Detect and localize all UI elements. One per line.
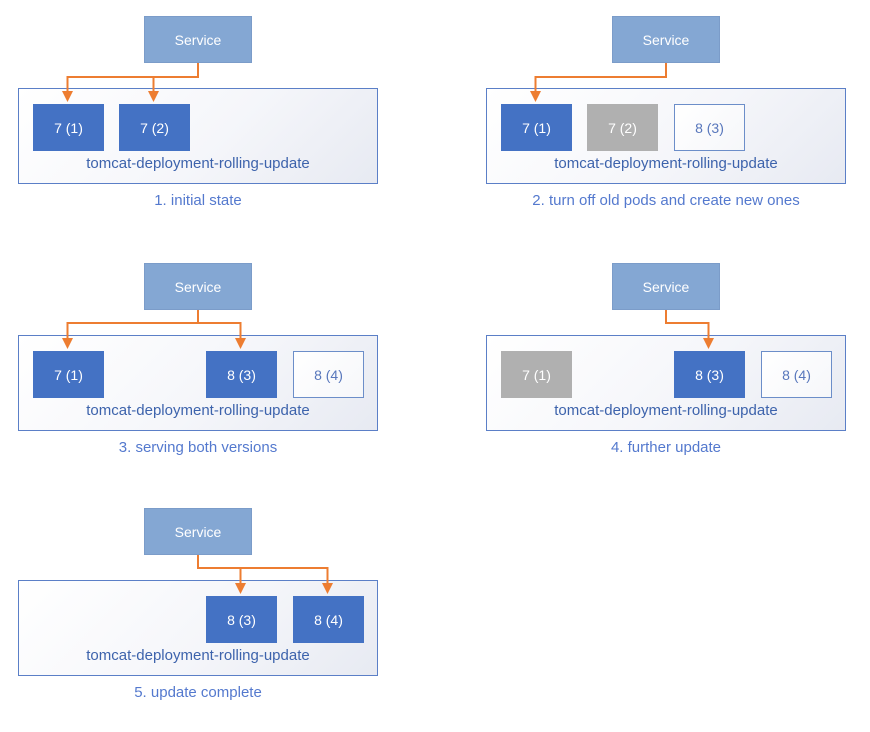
pod-label: 8 (3) [695,366,724,383]
pod-label: 7 (2) [140,119,169,136]
pod-label: 8 (3) [227,611,256,628]
pod-7-2: 7 (2) [119,104,190,151]
service-label: Service [174,278,222,295]
pod-8-4: 8 (4) [293,596,364,643]
service-box: Service [612,263,720,310]
deployment-label: tomcat-deployment-rolling-update [554,155,778,172]
pod-label: 8 (3) [695,119,724,136]
pod-7-1: 7 (1) [33,351,104,398]
service-box: Service [144,16,252,63]
pod-label: 8 (4) [314,366,343,383]
pod-label: 7 (2) [608,119,637,136]
deployment-box: 7 (1) 7 (2) tomcat-deployment-rolling-up… [18,88,378,184]
deployment-label: tomcat-deployment-rolling-update [554,402,778,419]
panel-further-update: Service 7 (1) 8 (3) 8 (4) tomcat-deploym… [468,247,870,487]
pod-7-1: 7 (1) [501,351,572,398]
service-box: Service [612,16,720,63]
panel-turn-off-old-pods: Service 7 (1) 7 (2) 8 (3) tomcat-deploym… [468,0,870,240]
panel-caption: 2. turn off old pods and create new ones [532,192,800,209]
service-label: Service [642,31,690,48]
deployment-label: tomcat-deployment-rolling-update [86,155,310,172]
panel-serving-both-versions: Service 7 (1) 8 (3) 8 (4) tomcat-deploym… [0,247,435,487]
service-box: Service [144,508,252,555]
service-label: Service [174,31,222,48]
pod-8-3: 8 (3) [206,351,277,398]
pod-label: 8 (4) [782,366,811,383]
deployment-label: tomcat-deployment-rolling-update [86,647,310,664]
panel-caption: 4. further update [610,439,722,456]
pod-8-4: 8 (4) [761,351,832,398]
pod-label: 8 (3) [227,366,256,383]
pod-label: 7 (1) [54,119,83,136]
panel-caption: 3. serving both versions [118,439,278,456]
panel-caption: 5. update complete [134,684,262,701]
deployment-box: 8 (3) 8 (4) tomcat-deployment-rolling-up… [18,580,378,676]
pod-7-1: 7 (1) [501,104,572,151]
pod-label: 7 (1) [522,119,551,136]
pod-label: 8 (4) [314,611,343,628]
pod-8-4: 8 (4) [293,351,364,398]
pod-8-3: 8 (3) [674,104,745,151]
deployment-box: 7 (1) 8 (3) 8 (4) tomcat-deployment-roll… [486,335,846,431]
pod-label: 7 (1) [54,366,83,383]
deployment-label: tomcat-deployment-rolling-update [86,402,310,419]
pod-7-1: 7 (1) [33,104,104,151]
pod-8-3: 8 (3) [206,596,277,643]
service-label: Service [642,278,690,295]
panel-caption: 1. initial state [154,192,242,209]
pod-7-2: 7 (2) [587,104,658,151]
panel-update-complete: Service 8 (3) 8 (4) tomcat-deployment-ro… [0,492,435,732]
service-box: Service [144,263,252,310]
deployment-box: 7 (1) 8 (3) 8 (4) tomcat-deployment-roll… [18,335,378,431]
service-label: Service [174,523,222,540]
pod-8-3: 8 (3) [674,351,745,398]
deployment-box: 7 (1) 7 (2) 8 (3) tomcat-deployment-roll… [486,88,846,184]
pod-label: 7 (1) [522,366,551,383]
panel-initial-state: Service 7 (1) 7 (2) tomcat-deployment-ro… [0,0,435,240]
